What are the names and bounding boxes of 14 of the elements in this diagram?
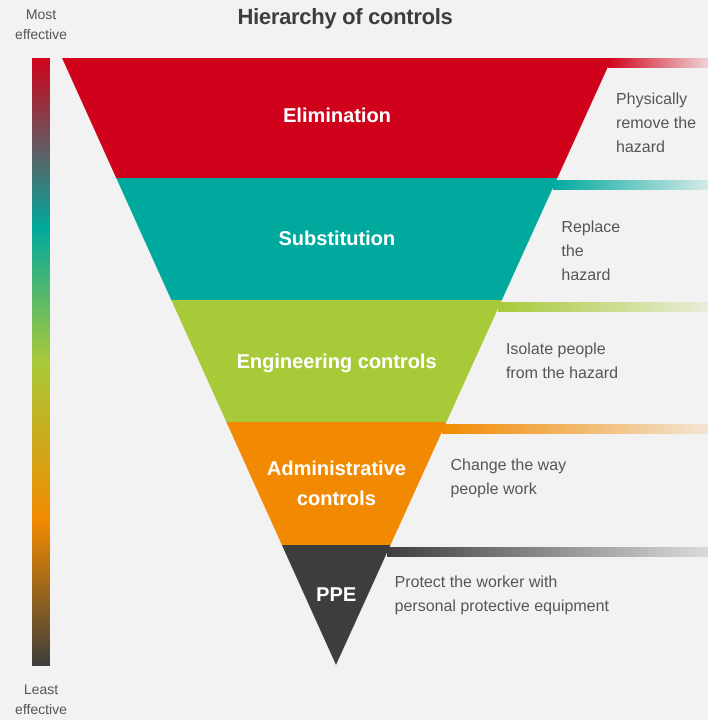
description-text: Change the way people work <box>450 456 568 500</box>
band-title: Administrative controls <box>266 457 407 512</box>
title: Hierarchy of controls <box>236 4 454 30</box>
band-title: Substitution <box>277 227 396 252</box>
description-text: Replace the hazard <box>561 218 622 286</box>
effectiveness-gradient-bar <box>32 58 50 666</box>
description-text: Isolate people from the hazard <box>506 340 620 384</box>
band-title: PPE <box>315 583 358 608</box>
band-title: Engineering controls <box>236 350 438 375</box>
band-title: Elimination <box>282 104 392 129</box>
description-text: Physically remove the hazard <box>616 90 698 158</box>
scale-label: Most effective <box>14 5 68 44</box>
description-text: Protect the worker with personal protective equipment <box>394 573 610 617</box>
scale-label: Least effective <box>14 680 68 719</box>
